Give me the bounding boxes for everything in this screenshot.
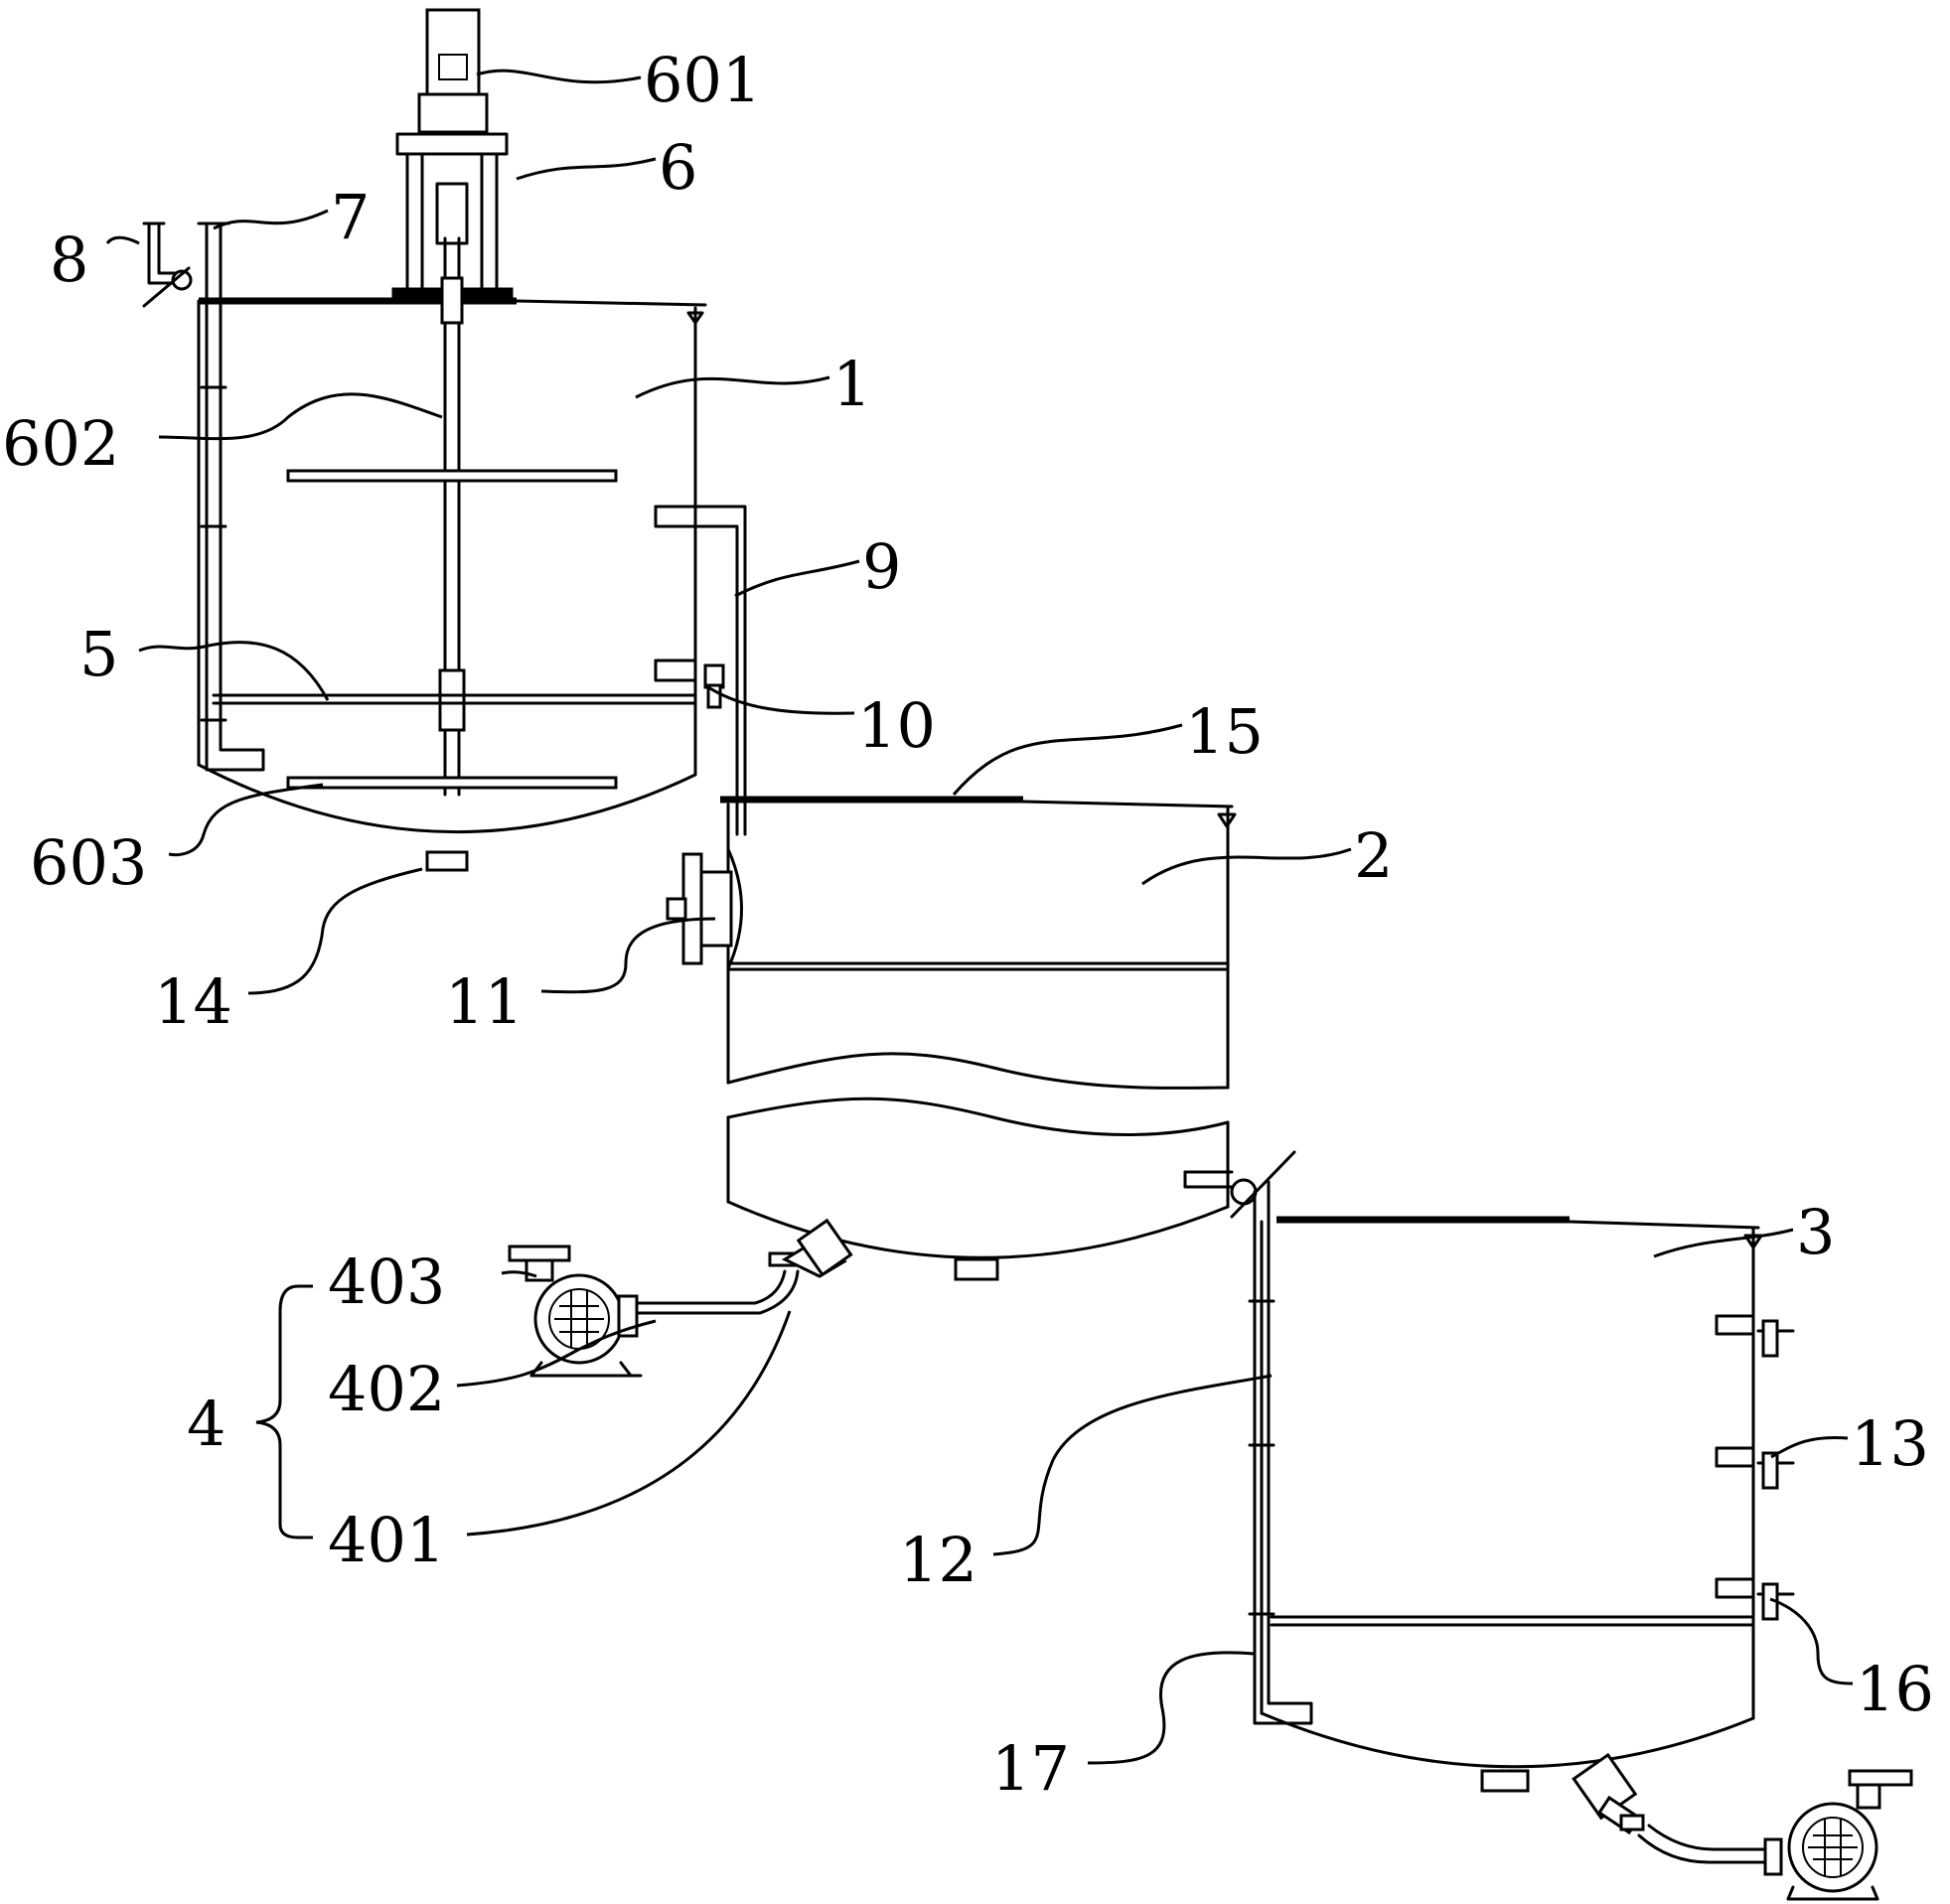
label-601: 601 xyxy=(644,44,761,116)
callout-labels: 601 6 7 8 1 602 9 5 10 15 603 2 14 11 3 … xyxy=(2,44,1934,1805)
inlet-pipe-7 xyxy=(142,221,265,772)
tank-3 xyxy=(1260,1216,1795,1793)
label-3: 3 xyxy=(1796,1196,1835,1268)
motor-601 xyxy=(425,8,481,96)
label-9: 9 xyxy=(862,530,901,603)
valve-inlet-3 xyxy=(1230,1178,1258,1206)
label-8: 8 xyxy=(50,223,88,296)
transfer-pipe-12 xyxy=(1183,1150,1313,1725)
label-13: 13 xyxy=(1851,1407,1929,1480)
label-602: 602 xyxy=(2,407,119,480)
label-10: 10 xyxy=(857,689,936,762)
label-17: 17 xyxy=(991,1732,1070,1805)
stirrer-assembly-6 xyxy=(391,8,514,301)
label-5: 5 xyxy=(79,618,118,690)
label-7: 7 xyxy=(331,181,370,253)
pump-4 xyxy=(508,1218,853,1378)
label-14: 14 xyxy=(154,965,232,1038)
pump-handle-403 xyxy=(508,1245,571,1262)
leader-lines xyxy=(105,69,1854,1765)
label-2: 2 xyxy=(1354,819,1393,892)
label-4: 4 xyxy=(187,1388,225,1460)
stirring-shaft-602 xyxy=(212,236,697,797)
label-403: 403 xyxy=(328,1245,445,1318)
label-402: 402 xyxy=(328,1353,445,1425)
pump-tank-3 xyxy=(1572,1752,1913,1901)
label-11: 11 xyxy=(445,965,524,1038)
overflow-pipe-9 xyxy=(654,505,747,836)
sample-taps-13 xyxy=(1715,1314,1795,1621)
tank-1 xyxy=(197,297,707,872)
label-1: 1 xyxy=(832,348,871,420)
label-15: 15 xyxy=(1185,695,1264,768)
label-12: 12 xyxy=(899,1524,977,1596)
label-401: 401 xyxy=(328,1504,445,1576)
label-603: 603 xyxy=(30,826,147,899)
label-6: 6 xyxy=(659,131,697,204)
label-16: 16 xyxy=(1856,1653,1934,1725)
bottom-outlet-14 xyxy=(425,850,469,872)
tank-2 xyxy=(666,796,1237,1281)
